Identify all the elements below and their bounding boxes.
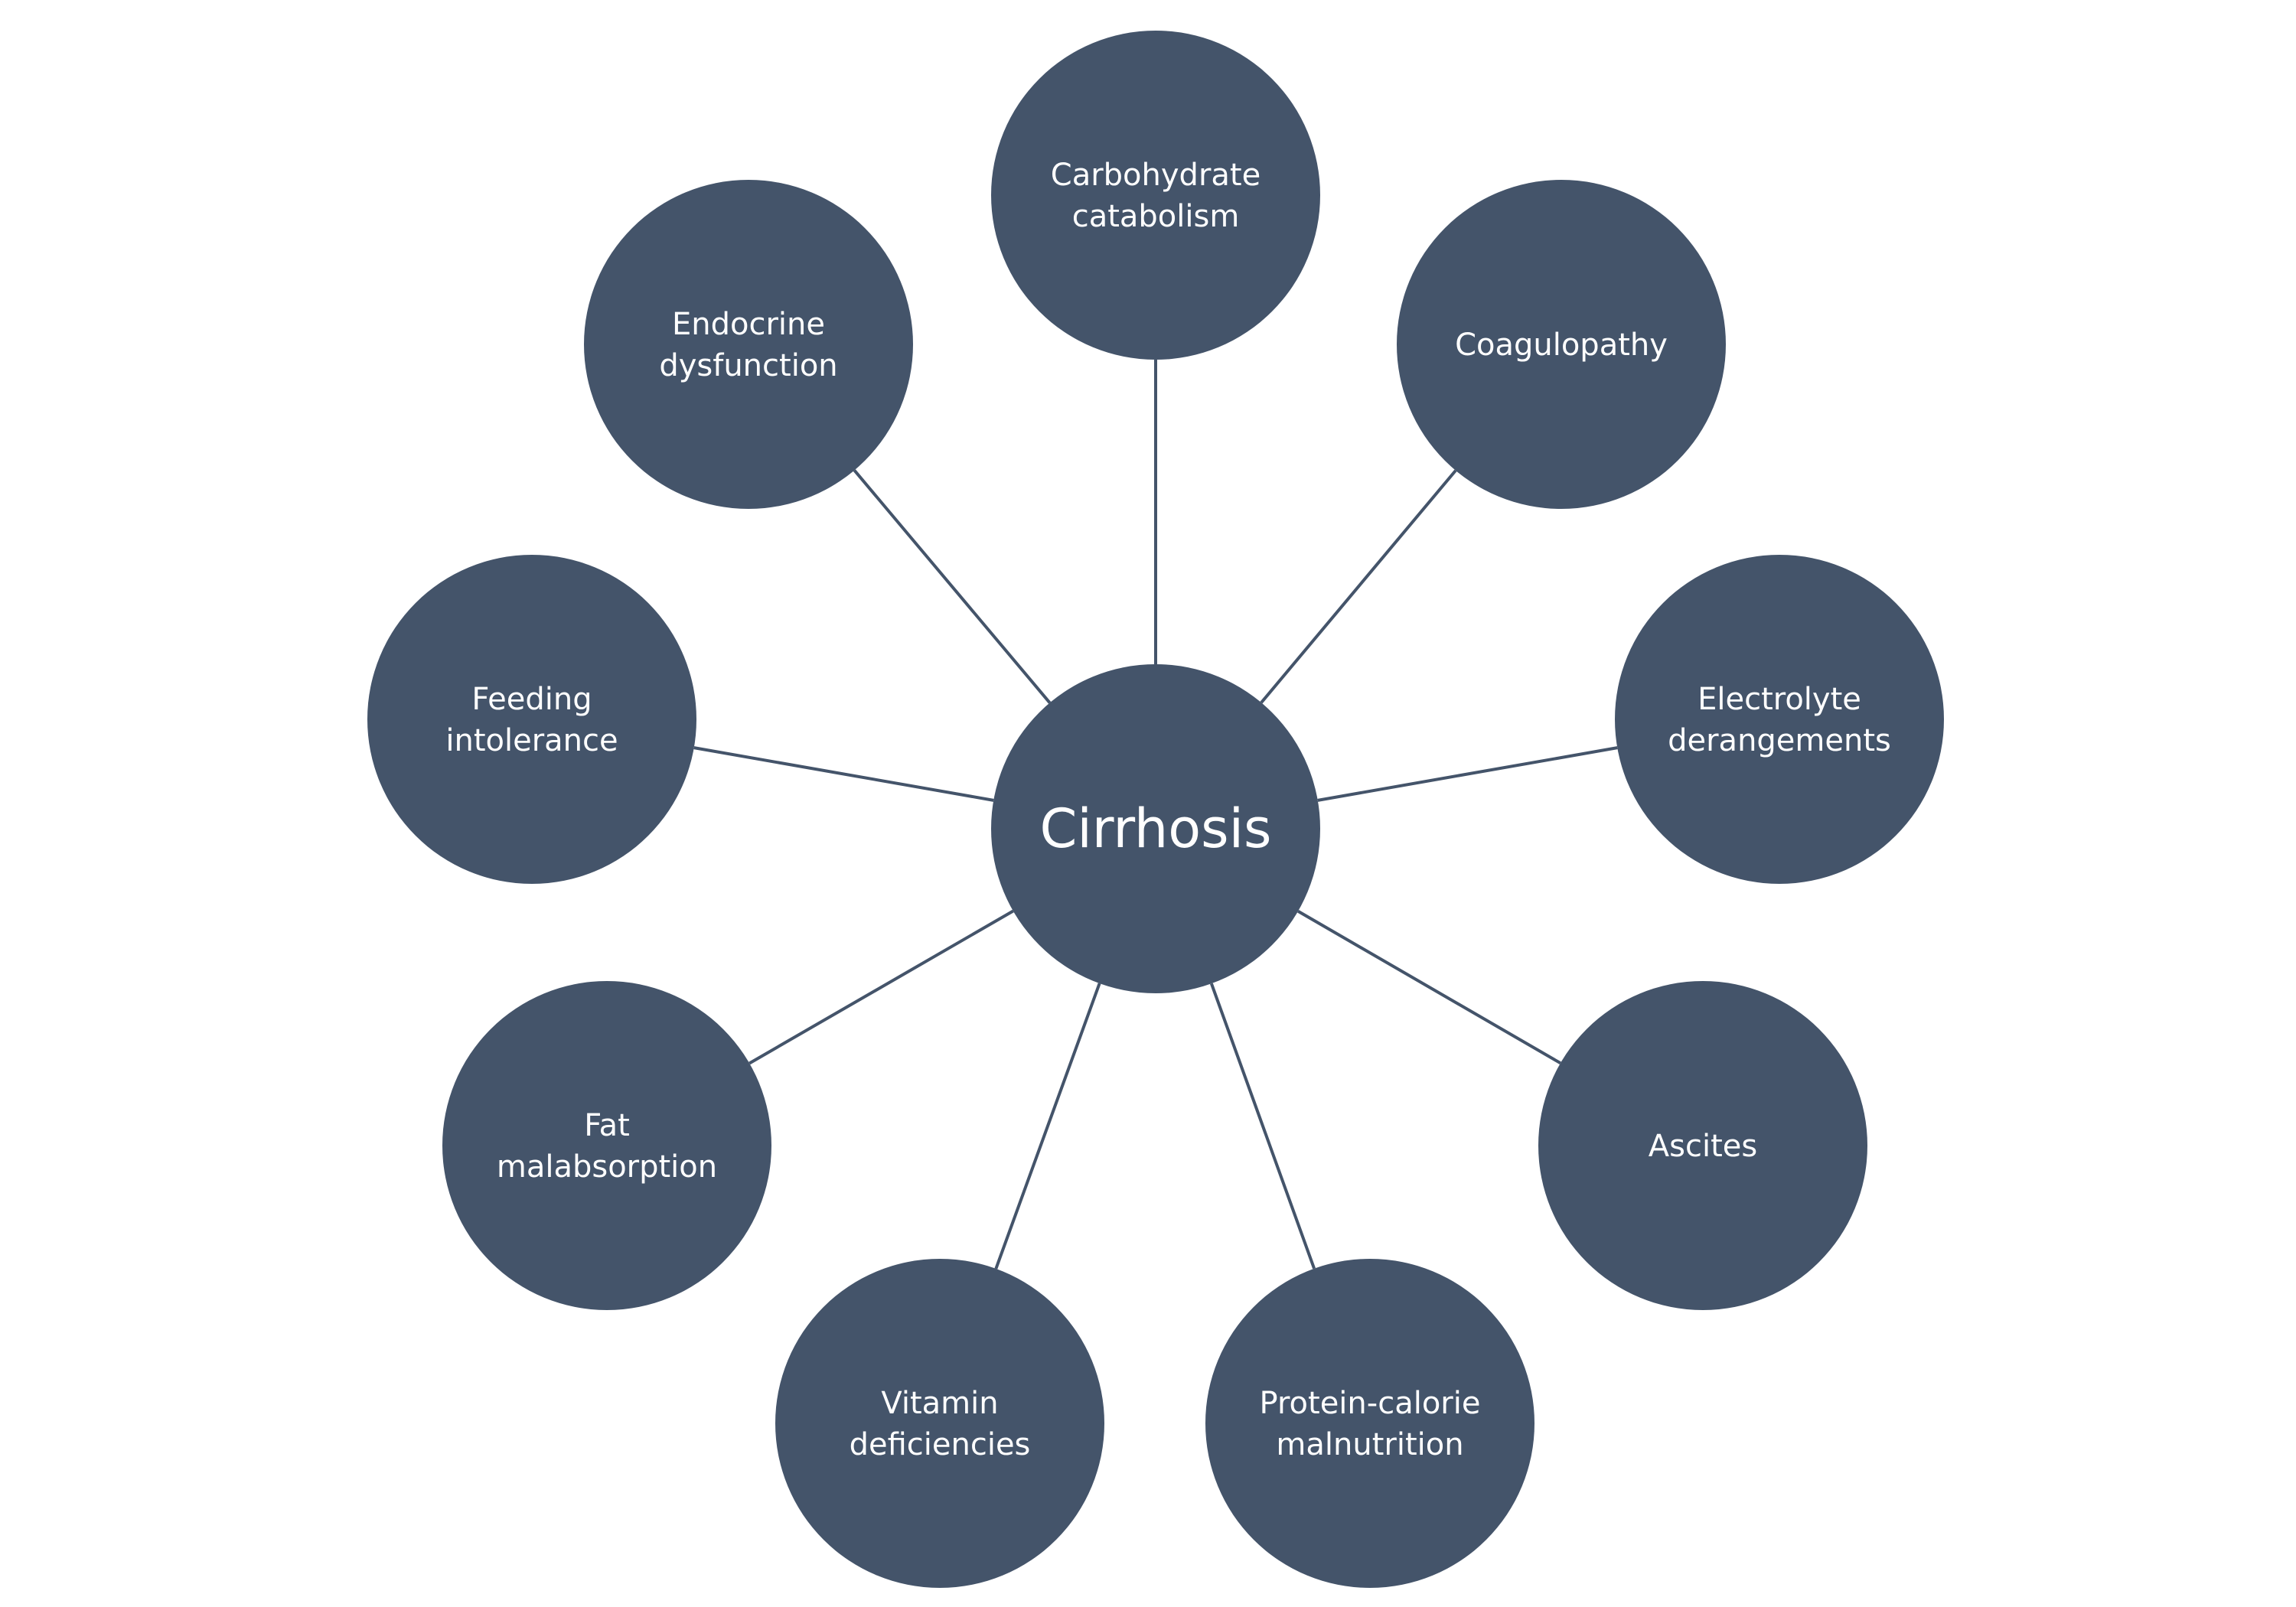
node-label-line: Feeding [471,682,592,717]
connector-electrolyte-derangements [1317,746,1618,802]
hub-label: Cirrhosis [1039,797,1271,860]
node-label-line: derangements [1668,723,1891,758]
node-circle [1397,180,1726,509]
node-label: Vitamin deficiencies [850,1386,1031,1462]
node-circle [991,31,1320,360]
node-fat-malabsorption: Fat malabsorption [442,981,771,1310]
node-ascites: Ascites [1538,981,1867,1310]
node-label-line: Vitamin [881,1386,998,1421]
connector-coagulopathy [1260,469,1457,704]
node-label-line: Electrolyte [1698,682,1861,717]
node-label: Carbohydrate catabolism [1051,158,1261,234]
node-label-line: catabolism [1072,199,1240,234]
connector-feeding-intolerance [693,746,994,802]
node-label-line: intolerance [445,723,618,758]
node-vitamin-deficiencies: Vitamin deficiencies [775,1259,1104,1588]
node-label-line: malabsorption [497,1149,717,1185]
node-circle [1205,1259,1534,1588]
node-label: Endocrine dysfunction [659,307,837,383]
node-label-line: deficiencies [850,1427,1031,1462]
hub-node: Cirrhosis [991,664,1320,993]
node-label-line: Ascites [1649,1129,1757,1164]
node-label-line: dysfunction [659,348,837,383]
node-circle [584,180,913,509]
node-label-line: Protein-calorie [1260,1386,1481,1421]
connector-endocrine-dysfunction [853,469,1052,704]
connector-fat-malabsorption [748,909,1014,1065]
node-endocrine-dysfunction: Endocrine dysfunction [584,180,913,509]
connectors [693,360,1618,1270]
node-label: Electrolyte derangements [1668,682,1891,758]
node-label: Protein-calorie malnutrition [1260,1386,1481,1462]
node-label-line: Fat [584,1108,630,1143]
node-label: Coagulopathy [1455,328,1668,363]
node-electrolyte-derangements: Electrolyte derangements [1615,555,1944,884]
hub-circle [991,664,1320,993]
node-circle [1615,555,1944,884]
node-label-line: malnutrition [1276,1427,1463,1462]
node-label-line: Coagulopathy [1455,328,1668,363]
outer-nodes: Carbohydrate catabolismCoagulopathyElectr… [367,31,1944,1588]
connector-ascites [1297,910,1561,1064]
node-circle [1538,981,1867,1310]
node-circle [775,1259,1104,1588]
node-label: Ascites [1649,1129,1757,1164]
node-coagulopathy: Coagulopathy [1397,180,1726,509]
connector-vitamin-deficiencies [994,983,1101,1270]
node-carbohydrate-catabolism: Carbohydrate catabolism [991,31,1320,360]
node-label: Feeding intolerance [445,682,618,758]
node-circle [442,981,771,1310]
node-label-line: Carbohydrate [1051,158,1261,193]
node-circle [367,555,696,884]
node-feeding-intolerance: Feeding intolerance [367,555,696,884]
node-label-line: Endocrine [672,307,825,342]
connector-protein-calorie-malnutrition [1210,983,1316,1270]
node-protein-calorie-malnutrition: Protein-calorie malnutrition [1205,1259,1534,1588]
node-label: Fat malabsorption [497,1108,717,1185]
